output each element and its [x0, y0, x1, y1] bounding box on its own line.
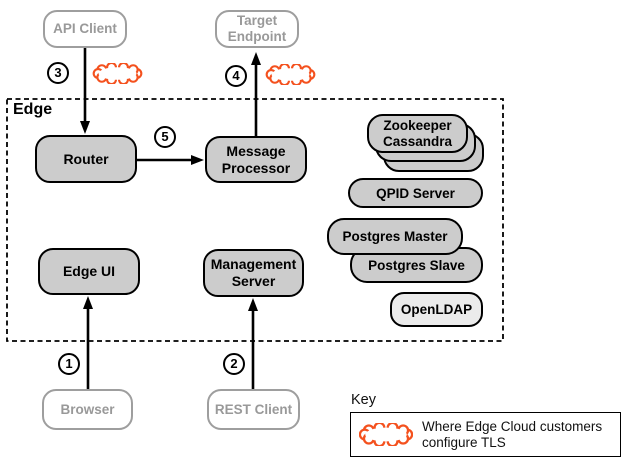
- stack-box-front: Zookeeper Cassandra: [367, 114, 468, 153]
- node-zookeeper-label: Zookeeper: [383, 117, 452, 133]
- node-management-server-label: Management Server: [210, 256, 297, 289]
- node-postgres-slave-label: Postgres Slave: [368, 257, 465, 273]
- step-badge-1: 1: [58, 353, 80, 375]
- arrow-router-to-message-processor: [137, 155, 204, 165]
- key-title: Key: [351, 392, 376, 408]
- node-postgres-master: Postgres Master: [327, 218, 463, 255]
- node-rest-client: REST Client: [207, 389, 300, 430]
- node-message-processor-label: Message Processor: [221, 142, 291, 176]
- node-router-label: Router: [63, 150, 109, 167]
- arrow-message-processor-to-target-endpoint: [251, 52, 261, 136]
- arrow-rest-client-to-management-server: [248, 298, 258, 389]
- step-badge-2: 2: [223, 353, 245, 375]
- step-badge-3: 3: [47, 62, 69, 84]
- node-openldap-label: OpenLDAP: [400, 302, 473, 317]
- key-entry-text: Where Edge Cloud customers configure TLS: [422, 419, 603, 450]
- arrow-api-client-to-router: [80, 48, 90, 134]
- node-router: Router: [35, 135, 137, 183]
- tls-cloud-icon: [265, 64, 316, 85]
- node-cassandra-label: Cassandra: [382, 133, 453, 149]
- node-api-client: API Client: [43, 10, 127, 48]
- node-target-endpoint-label: Target Endpoint: [227, 13, 287, 44]
- node-edge-ui: Edge UI: [38, 248, 140, 295]
- tls-cloud-icon: [92, 63, 143, 84]
- node-target-endpoint: Target Endpoint: [215, 10, 299, 48]
- node-edge-ui-label: Edge UI: [62, 263, 116, 279]
- node-browser: Browser: [42, 389, 133, 430]
- arrow-browser-to-edge-ui: [83, 296, 93, 389]
- node-zookeeper-cassandra-stack: Zookeeper Cassandra: [367, 114, 485, 172]
- node-message-processor: Message Processor: [205, 136, 307, 183]
- step-badge-5: 5: [154, 126, 176, 148]
- node-qpid-server: QPID Server: [348, 178, 483, 208]
- key-box: Where Edge Cloud customers configure TLS: [350, 412, 621, 457]
- edge-boundary-label: Edge: [13, 101, 53, 118]
- step-badge-4: 4: [225, 65, 247, 87]
- node-postgres-master-label: Postgres Master: [342, 229, 448, 244]
- node-api-client-label: API Client: [53, 21, 117, 36]
- node-rest-client-label: REST Client: [214, 401, 293, 417]
- node-qpid-server-label: QPID Server: [376, 185, 455, 201]
- node-browser-label: Browser: [60, 401, 115, 417]
- node-management-server: Management Server: [203, 249, 304, 297]
- node-openldap: OpenLDAP: [390, 292, 483, 327]
- key-tls-cloud-icon: [359, 423, 413, 446]
